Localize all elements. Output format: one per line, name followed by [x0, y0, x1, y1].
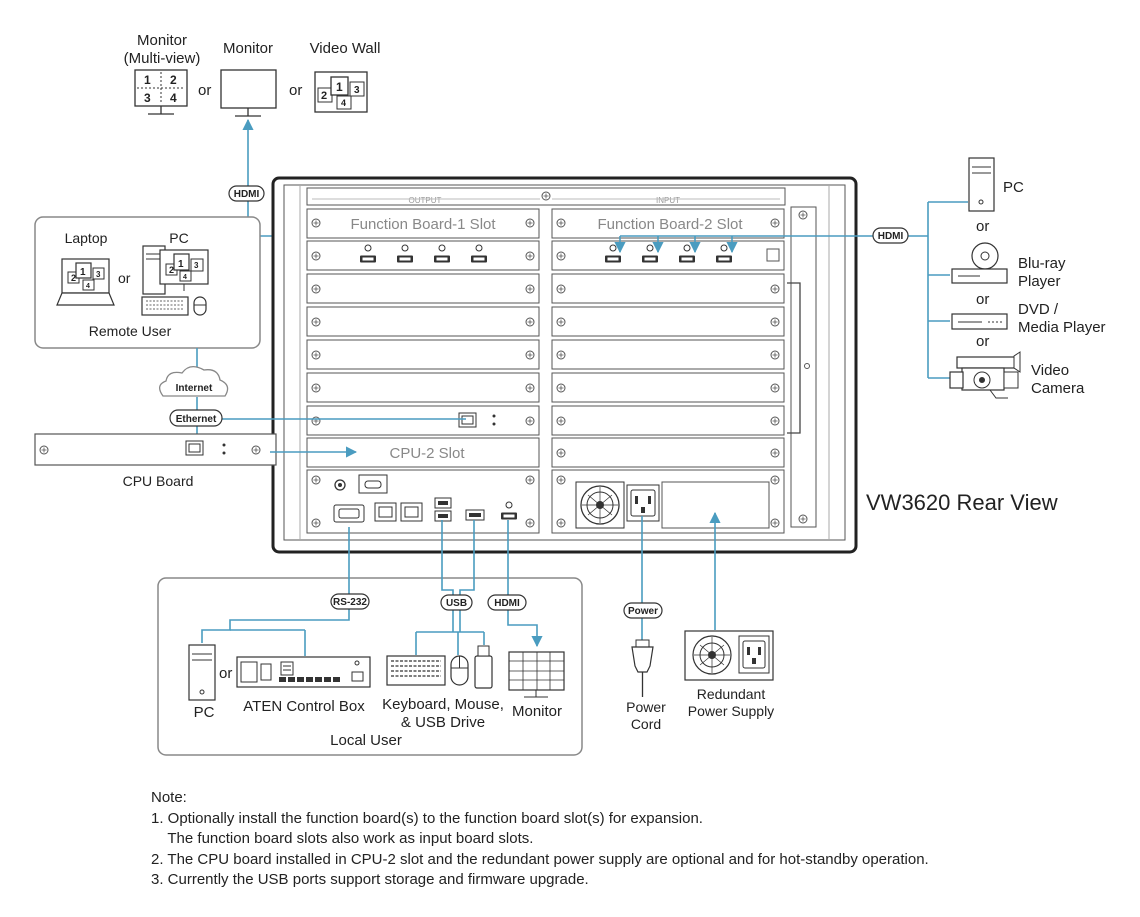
monitor-label: Monitor	[223, 40, 273, 57]
or-text: or	[118, 270, 131, 286]
local-pc-label: PC	[194, 704, 215, 721]
multiview-monitor-icon: 1 2 3 4	[134, 69, 188, 115]
cpu-2-slot: CPU-2 Slot	[389, 445, 465, 462]
note-3: 3. Currently the USB ports support stora…	[151, 871, 589, 888]
rs232-port	[333, 504, 365, 523]
power-pill: Power	[628, 606, 658, 617]
local-user-group: RS-232 USB HDMI PC or ATEN Control Box	[157, 520, 583, 756]
screen-cell: 1	[80, 267, 86, 278]
multiview-cell: 1	[144, 73, 151, 87]
screen-cell: 4	[86, 283, 90, 290]
ethernet-pill: Ethernet	[176, 414, 217, 425]
keyboard-icon	[386, 655, 446, 686]
or-text: or	[976, 218, 989, 235]
usb-pill: USB	[446, 598, 467, 609]
remote-user-group: Laptop PC 2 1 3 4 or 2 1 3 4	[34, 216, 261, 349]
cpu-board-label: CPU Board	[123, 473, 194, 489]
screen-cell: 2	[169, 265, 174, 275]
lan-ports	[374, 502, 423, 522]
function-board-1-slot: Function Board-1 Slot	[350, 216, 496, 233]
output-header: OUTPUT	[409, 196, 442, 205]
empty-slots-right	[551, 273, 785, 468]
rs232-pill: RS-232	[333, 597, 367, 608]
function-board-2-slot: Function Board-2 Slot	[597, 216, 743, 233]
mouse-icon	[450, 655, 469, 686]
videowall-cell: 2	[321, 90, 327, 102]
bluray-icon	[951, 242, 1008, 284]
empty-slots-left	[306, 273, 540, 403]
laptop-label: Laptop	[65, 230, 108, 246]
multiview-cell: 3	[144, 91, 151, 105]
videowall-cell: 4	[341, 98, 346, 108]
or-text: or	[976, 291, 989, 308]
multiview-label: Monitor(Multi-view)	[124, 32, 201, 67]
screen-cell: 3	[96, 270, 101, 279]
power-supply-module	[551, 469, 785, 534]
ethernet-connection: Internet Ethernet	[159, 348, 466, 442]
videowall-cell: 1	[336, 80, 343, 94]
laptop-icon: 2 1 3 4	[56, 258, 115, 306]
screen-cell: 3	[194, 261, 199, 270]
notes-heading: Note:	[151, 789, 187, 806]
or-text: or	[219, 665, 232, 682]
dvd-icon	[951, 313, 1008, 330]
vw3620-chassis: OUTPUT INPUT Function Board-1 Slot Funct…	[271, 176, 858, 554]
source-pc-icon	[968, 157, 995, 212]
cpu-board: CPU Board	[34, 433, 358, 489]
remote-pc-label: PC	[169, 230, 188, 246]
display-group: Monitor(Multi-view) 1 2 3 4 or Monitor o…	[124, 32, 381, 117]
remote-user-label: Remote User	[89, 323, 172, 339]
note-2: 2. The CPU board installed in CPU-2 slot…	[151, 850, 929, 868]
or-text: or	[198, 82, 211, 99]
or-text: or	[289, 82, 302, 99]
aten-control-box-icon	[236, 656, 371, 688]
rear-view-title: VW3620 Rear View	[866, 490, 1058, 515]
remote-pc-icon: 2 1 3 4	[141, 245, 209, 316]
multiview-cell: 2	[170, 73, 177, 87]
source-pc-label: PC	[1003, 179, 1024, 196]
hdmi-pill: HDMI	[234, 189, 260, 200]
hdmi-pill: HDMI	[494, 598, 520, 609]
screen-cell: 4	[183, 274, 187, 281]
aten-control-box-label: ATEN Control Box	[243, 698, 365, 715]
internet-label: Internet	[176, 383, 213, 394]
local-pc-icon	[188, 644, 216, 701]
videowall-icon: 2 1 3 4	[314, 71, 368, 113]
videowall-cell: 3	[354, 85, 360, 96]
note-1: 1. Optionally install the function board…	[151, 809, 703, 827]
multiview-cell: 4	[170, 91, 177, 105]
input-header: INPUT	[656, 196, 680, 205]
hdmi-pill: HDMI	[878, 231, 904, 242]
or-text: or	[976, 333, 989, 350]
videowall-label: Video Wall	[310, 40, 381, 57]
usb-ports	[434, 497, 485, 522]
power-cord-icon	[631, 639, 654, 697]
usb-drive-icon	[474, 645, 493, 689]
cloud-icon	[159, 366, 229, 397]
local-user-label: Local User	[330, 732, 402, 749]
screen-cell: 1	[178, 259, 184, 270]
dvd-label: DVD /Media Player	[1018, 301, 1106, 336]
video-camera-icon	[949, 351, 1021, 399]
local-monitor-icon	[508, 651, 565, 698]
keyboard-mouse-label: Keyboard, Mouse,& USB Drive	[382, 696, 504, 731]
note-1b: The function board slots also work as in…	[151, 830, 534, 847]
screen-cell: 2	[71, 273, 76, 283]
notes-section: Note: 1. Optionally install the function…	[151, 788, 1111, 891]
local-monitor-label: Monitor	[512, 703, 562, 720]
redundant-power-supply-icon	[684, 630, 774, 681]
monitor-icon	[220, 69, 277, 117]
